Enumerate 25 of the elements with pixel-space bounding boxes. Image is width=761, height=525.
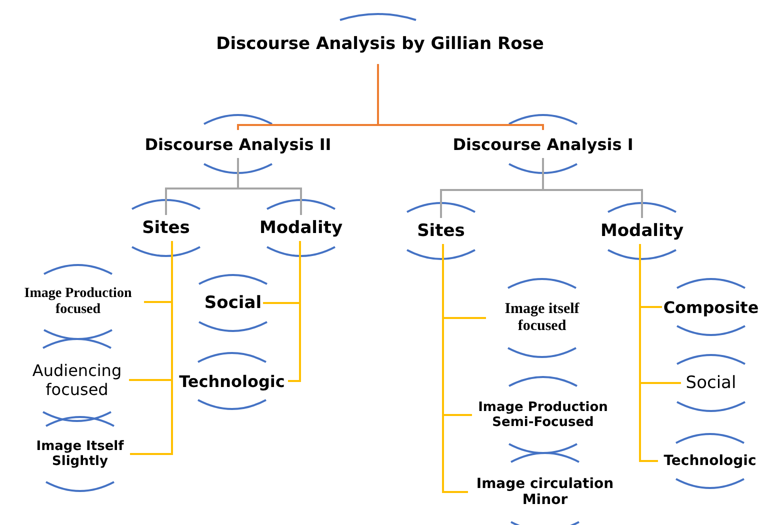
diagram-title: Discourse Analysis by Gillian Rose bbox=[215, 34, 545, 54]
node-label: Image Production Semi-Focused bbox=[472, 392, 614, 438]
node-label: Image Itself Slightly bbox=[30, 432, 130, 476]
connector-line bbox=[237, 158, 302, 215]
node-label: Image itself focused bbox=[486, 294, 598, 342]
node-label: Sites bbox=[408, 218, 474, 244]
node-label: Discourse Analysis I bbox=[448, 130, 638, 158]
node-label: Modality bbox=[596, 218, 688, 244]
connector-line bbox=[288, 241, 301, 382]
connector-line bbox=[542, 158, 643, 218]
connector-line bbox=[442, 244, 468, 493]
node-label: Composite bbox=[662, 294, 760, 320]
node-label: Sites bbox=[133, 215, 199, 241]
node-label: Technologic bbox=[176, 368, 288, 394]
node-label: Technologic bbox=[658, 449, 761, 473]
node-label: Image circulation Minor bbox=[468, 468, 622, 516]
node-label: Modality bbox=[256, 215, 346, 241]
node-label: Image Production focused bbox=[12, 280, 144, 324]
node-label: Discourse Analysis II bbox=[140, 130, 336, 158]
connector-line bbox=[377, 64, 544, 130]
connector-line bbox=[639, 244, 658, 462]
node-label: Social bbox=[681, 370, 741, 396]
node-label: Audiencing focused bbox=[25, 354, 129, 406]
node-label: Social bbox=[203, 290, 263, 316]
connector-line bbox=[130, 241, 173, 455]
